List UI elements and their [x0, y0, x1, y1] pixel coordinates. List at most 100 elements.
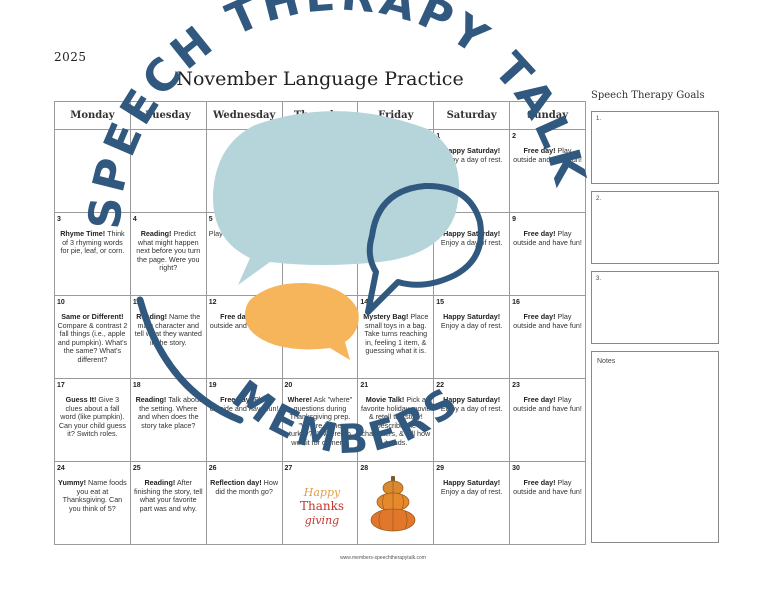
weekday-wednesday: Wednesday — [205, 101, 283, 130]
day-number: 19 — [208, 382, 217, 389]
year-label: 2025 — [54, 50, 87, 64]
activity-title: Where! — [287, 395, 312, 404]
day-number: 14 — [360, 299, 369, 306]
day-number: 27 — [284, 465, 293, 472]
calendar-day-cell: 7 Take turns guessing which is false. — [357, 212, 435, 296]
day-number: 9 — [512, 216, 516, 223]
day-number: 13 — [284, 299, 293, 306]
activity-description: Ask "where" questions during Thanksgivin… — [289, 395, 353, 447]
weekday-sunday: Sunday — [509, 101, 586, 130]
activity-description: Play outside and have fun! — [513, 395, 582, 413]
day-number: 20 — [284, 382, 293, 389]
thanks-line-1: Happy — [303, 486, 341, 499]
day-number: 24 — [57, 465, 65, 472]
day-number: 5 — [208, 216, 213, 223]
weekday-header-row: Monday Tuesday Wednesday Thursday Friday… — [54, 101, 586, 130]
goal-number: 3. — [596, 276, 602, 282]
goal-box-3[interactable]: 3. — [591, 271, 719, 344]
day-activity: Reading! Talk about the setting. Where a… — [133, 395, 204, 430]
day-number: 17 — [57, 382, 65, 389]
calendar-day-cell: 13 "How do we rake the leaves?" — [281, 295, 359, 379]
day-activity: Reading! Name the main character and tel… — [133, 312, 204, 347]
day-number: 15 — [436, 299, 445, 306]
day-activity: Free day! Play outside and have fun! — [512, 229, 583, 247]
day-number: 29 — [436, 465, 445, 472]
day-activity: Free day! Play outside and have fun! — [512, 146, 583, 164]
activity-title: Free day! — [523, 478, 556, 487]
activity-description: Enjoy a day of rest. — [440, 154, 503, 164]
day-activity: Where! Ask "where" questions during Than… — [285, 395, 356, 448]
goal-box-1[interactable]: 1. — [591, 111, 719, 184]
activity-title: Mystery Bag! — [363, 312, 409, 321]
day-number: 12 — [208, 299, 217, 306]
day-number: 8 — [436, 216, 441, 223]
activity-description: Enjoy a day of rest. — [440, 403, 503, 413]
activity-title: Reflection day! — [210, 478, 262, 487]
activity-title: Free day! — [523, 229, 556, 238]
activity-title: Yummy! — [58, 478, 87, 487]
activity-title: Reading! — [140, 229, 172, 238]
goals-title: Speech Therapy Goals — [591, 90, 705, 101]
activity-title: Free day! — [523, 395, 556, 404]
day-number: 6 — [284, 216, 289, 223]
day-number: 30 — [512, 465, 520, 472]
activity-description: After finishing the story, tell what you… — [133, 478, 203, 513]
activity-title: Happy Saturday! — [443, 312, 501, 321]
activity-title: Free day! — [523, 312, 556, 321]
day-activity: Guess It! Give 3 clues about a fall word… — [57, 395, 128, 439]
activity-description: Predict what might happen next before yo… — [136, 229, 201, 273]
activity-description: Give 3 clues about a fall word (like pum… — [58, 395, 126, 439]
day-number: 25 — [132, 465, 141, 472]
notes-label: Notes — [597, 358, 616, 365]
goal-box-2[interactable]: 2. — [591, 191, 719, 264]
activity-description: Place small toys in a bag. Take turns re… — [364, 312, 429, 356]
day-activity: Free day! Play outside and have fun! — [512, 312, 583, 330]
day-number: 16 — [512, 299, 520, 306]
activity-description: Play outside and have fun! — [513, 146, 582, 164]
happy-thanksgiving-art: Happy Thanks giving — [294, 483, 350, 529]
day-activity: Free day! Play outside and have fun! — [512, 478, 583, 496]
day-activity: Happy Saturday! Enjoy a day of rest. — [436, 229, 507, 247]
day-activity: Reading! Predict what might happen next … — [133, 229, 204, 273]
activity-description: Enjoy a day of rest. — [440, 237, 503, 247]
activity-title: Same or Different! — [61, 312, 124, 321]
day-number: 28 — [360, 465, 369, 472]
activity-description: Play outside and have fun! — [513, 478, 582, 496]
activity-description: leaves change colors?" or "When — [291, 229, 349, 247]
calendar-grid: Monday Tuesday Wednesday Thursday Friday… — [54, 101, 586, 545]
activity-title: Happy Saturday! — [443, 146, 501, 155]
activity-title: Reading! — [144, 478, 176, 487]
day-activity: Mystery Bag! Place small toys in a bag. … — [360, 312, 431, 356]
day-number: 21 — [360, 382, 369, 389]
calendar-day-cell: 5 Play outside and have fun! — [205, 212, 283, 296]
calendar-day-cell — [54, 129, 131, 213]
calendar-day-cell — [129, 129, 207, 213]
notes-box[interactable]: Notes — [591, 351, 719, 543]
activity-description: Compare & contrast 2 fall things (i.e., … — [57, 320, 128, 364]
day-number: 10 — [57, 299, 65, 306]
activity-description: How did the month go? — [215, 478, 279, 496]
day-activity: Reading! After finishing the story, tell… — [133, 478, 204, 513]
activity-title: Guess It! — [65, 395, 97, 404]
activity-description: Play outside and have fun! — [208, 229, 280, 247]
day-number: 11 — [132, 299, 141, 306]
day-number: 23 — [512, 382, 520, 389]
activity-description: Play outside and have fun! — [513, 312, 582, 330]
goal-number: 2. — [596, 196, 602, 202]
day-number: 18 — [132, 382, 141, 389]
day-activity: Reflection day! How did the month go? — [209, 478, 280, 496]
